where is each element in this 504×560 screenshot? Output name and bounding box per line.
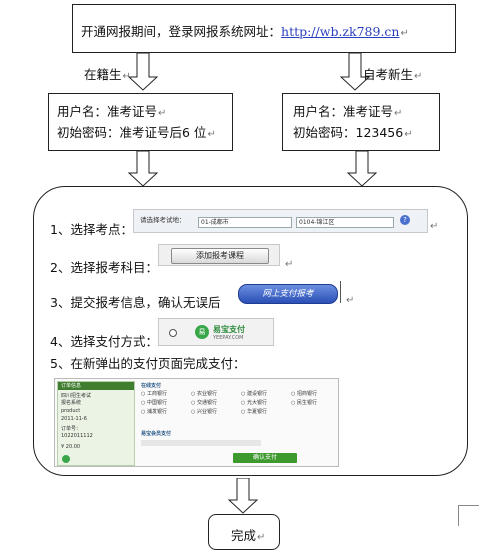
step-4-label: 4、选择支付方式： <box>50 334 158 349</box>
city-select[interactable]: 01-成都市 <box>198 217 292 228</box>
order-line-5: 订单号： <box>61 426 82 432</box>
bank-option[interactable]: ○ 兴业银行 <box>191 409 217 415</box>
bank-option[interactable]: ○ 浦发银行 <box>141 409 167 415</box>
yeepay-small-logo-icon <box>62 455 70 463</box>
bank-option[interactable]: ○ 中国银行 <box>141 400 167 406</box>
bank-option[interactable]: ○ 农业银行 <box>191 391 217 397</box>
arrow-right-2 <box>347 151 377 187</box>
bank-option[interactable]: ○ 华夏银行 <box>241 409 267 415</box>
end-label: 完成↵ <box>231 528 266 543</box>
yeepay-name: 易宝支付 <box>213 325 245 334</box>
login-url-label: 开通网报期间，登录网报系统网址： <box>81 24 282 39</box>
end-box: 完成↵ <box>208 514 280 550</box>
order-line-6: 1022011112 <box>61 433 93 439</box>
right-credential-box: 用户名：准考证号↵ 初始密码：123456↵ <box>282 93 440 151</box>
exam-site-prompt: 请选择考试地： <box>140 216 186 224</box>
payment-page-screenshot: 订单信息 四川招生考试 报名系统 product 2011-11-6 订单号： … <box>54 378 339 467</box>
member-pay-row <box>141 440 261 446</box>
left-username-text: 用户名：准考证号↵ <box>57 104 167 119</box>
exam-site-selector-screenshot: 请选择考试地： 01-成都市 0104-锦江区 ? <box>133 209 428 233</box>
online-pay-button[interactable]: 网上支付报考 <box>238 284 338 304</box>
order-panel: 订单信息 四川招生考试 报名系统 product 2011-11-6 订单号： … <box>57 381 135 466</box>
login-url-box: 开通网报期间，登录网报系统网址：http://wb.zk789.cn↵ <box>72 4 456 53</box>
arrow-left-2 <box>128 151 158 187</box>
step-2-label: 2、选择报考科目： <box>50 260 158 275</box>
payment-method-screenshot: 易 易宝支付 YEEPAY.COM <box>158 318 274 346</box>
branch-left-edge-label: 在籍生↵ <box>84 67 131 82</box>
add-course-button[interactable]: 添加报考课程 <box>171 248 269 264</box>
order-line-7: ¥ 20.00 <box>61 444 81 450</box>
payment-radio[interactable] <box>169 329 177 337</box>
order-line-1: 四川招生考试 <box>61 393 92 399</box>
login-url-link[interactable]: http://wb.zk789.cn <box>281 24 400 39</box>
yeepay-logo-icon: 易 <box>195 325 209 339</box>
bank-option[interactable]: ○ 交通银行 <box>191 400 217 406</box>
arrow-right-1 <box>340 53 370 91</box>
right-password-text: 初始密码：123456↵ <box>293 125 413 140</box>
yeepay-domain: YEEPAY.COM <box>213 335 244 341</box>
confirm-pay-button[interactable]: 确认支付 <box>233 453 297 463</box>
online-pay-section-title: 在线支付 <box>141 383 162 389</box>
arrow-to-end <box>228 478 258 514</box>
step-3-label: 3、提交报考信息，确认无误后 <box>50 295 221 310</box>
page-corner-mark <box>458 505 479 526</box>
step-5-label: 5、在新弹出的支付页面完成支付： <box>50 356 246 371</box>
branch-right-edge-label: 自考新生↵ <box>363 67 423 82</box>
arrow-left-1 <box>128 53 158 91</box>
bank-option[interactable]: ○ 建设银行 <box>241 391 267 397</box>
bank-option[interactable]: ○ 工商银行 <box>141 391 167 397</box>
district-select[interactable]: 0104-锦江区 <box>296 217 394 228</box>
help-icon[interactable]: ? <box>400 215 410 225</box>
bank-option[interactable]: ○ 光大银行 <box>241 400 267 406</box>
order-line-2: 报名系统 <box>61 400 82 406</box>
step-1-label: 1、选择考点： <box>50 222 133 237</box>
order-line-3: product <box>61 408 81 414</box>
bank-option[interactable]: ○ 民生银行 <box>291 400 317 406</box>
member-pay-section-title: 易宝会员支付 <box>141 431 172 437</box>
bank-option[interactable]: ○ 招商银行 <box>291 391 317 397</box>
add-course-screenshot: 添加报考课程 <box>158 244 280 266</box>
right-username-text: 用户名：准考证号↵ <box>293 104 403 119</box>
order-line-4: 2011-11-6 <box>61 416 87 422</box>
pay-button-divider <box>340 281 341 303</box>
left-password-text: 初始密码：准考证号后6 位↵ <box>57 125 216 140</box>
left-credential-box: 用户名：准考证号↵ 初始密码：准考证号后6 位↵ <box>48 93 233 151</box>
bank-grid: ○ 工商银行 ○ 农业银行 ○ 建设银行 ○ 招商银行 ○ 中国银行 ○ 交通银… <box>141 391 335 427</box>
order-title: 订单信息 <box>58 382 134 390</box>
